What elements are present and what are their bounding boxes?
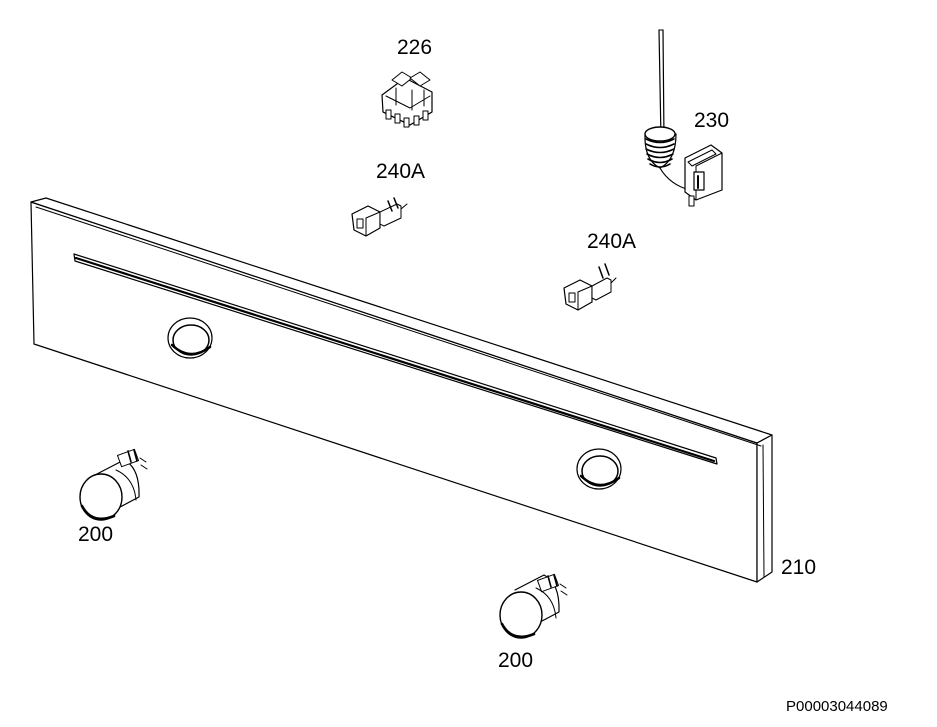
label-part-210: 210 xyxy=(781,556,817,579)
label-part-200-left: 200 xyxy=(78,523,114,546)
control-panel-210 xyxy=(30,197,773,583)
knob-hole-right xyxy=(576,448,622,490)
label-part-240a-upper: 240A xyxy=(376,160,426,183)
indicator-lamp-240a-lower xyxy=(563,263,617,311)
knob-200-bottom xyxy=(499,573,568,639)
indicator-lamp-240a-upper xyxy=(351,197,408,237)
document-number: P00003044089 xyxy=(786,698,888,715)
knob-200-left xyxy=(79,448,148,521)
thermostat-230 xyxy=(644,29,723,207)
label-part-240a-lower: 240A xyxy=(587,230,637,253)
label-part-200-bottom: 200 xyxy=(498,649,534,672)
label-part-230: 230 xyxy=(694,109,730,132)
knob-hole-left xyxy=(167,317,213,359)
label-part-226: 226 xyxy=(397,36,433,59)
selector-switch-226 xyxy=(381,71,433,128)
